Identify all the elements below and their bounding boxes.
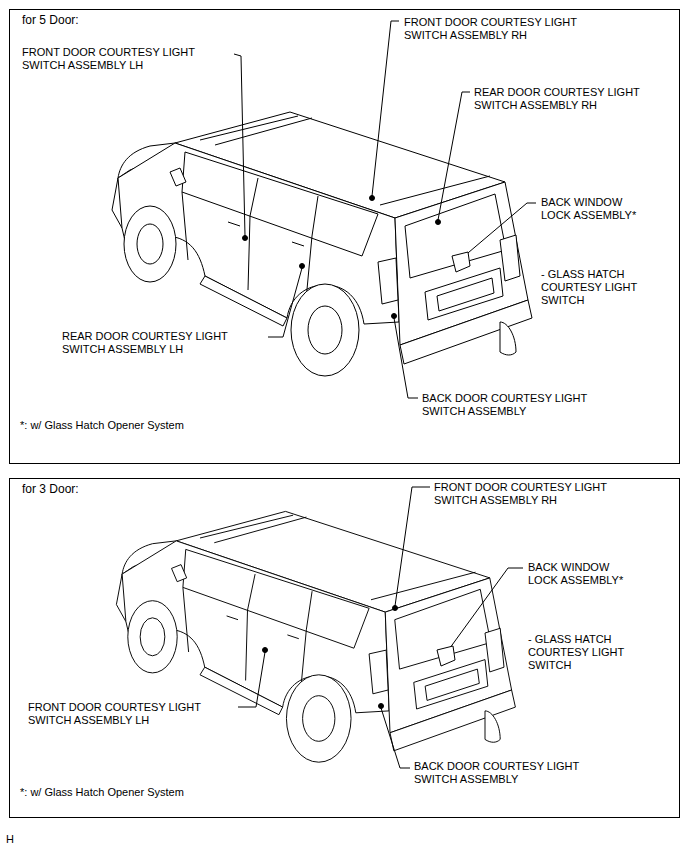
part-label: REAR DOOR COURTESY LIGHT SWITCH ASSEMBLY… (62, 330, 268, 356)
suv-3-door (116, 511, 515, 762)
page-code: H (6, 833, 36, 846)
part-label: BACK WINDOW LOCK ASSEMBLY* (541, 196, 651, 222)
panel-heading: for 3 Door: (22, 482, 79, 496)
part-sublabel: - GLASS HATCH COURTESY LIGHT SWITCH (541, 268, 651, 307)
footnote: *: w/ Glass Hatch Opener System (20, 786, 280, 799)
part-label: FRONT DOOR COURTESY LIGHT SWITCH ASSEMBL… (404, 16, 619, 42)
panel-heading: for 5 Door: (22, 13, 79, 27)
footnote: *: w/ Glass Hatch Opener System (20, 419, 280, 432)
part-sublabel: - GLASS HATCH COURTESY LIGHT SWITCH (528, 633, 638, 672)
part-label: FRONT DOOR COURTESY LIGHT SWITCH ASSEMBL… (434, 481, 649, 507)
part-label: BACK WINDOW LOCK ASSEMBLY* (528, 561, 638, 587)
part-label: FRONT DOOR COURTESY LIGHT SWITCH ASSEMBL… (28, 701, 240, 727)
part-label: BACK DOOR COURTESY LIGHT SWITCH ASSEMBLY (422, 392, 590, 418)
part-label: FRONT DOOR COURTESY LIGHT SWITCH ASSEMBL… (22, 46, 237, 72)
part-label: REAR DOOR COURTESY LIGHT SWITCH ASSEMBLY… (474, 86, 674, 112)
part-label: BACK DOOR COURTESY LIGHT SWITCH ASSEMBLY (414, 760, 582, 786)
